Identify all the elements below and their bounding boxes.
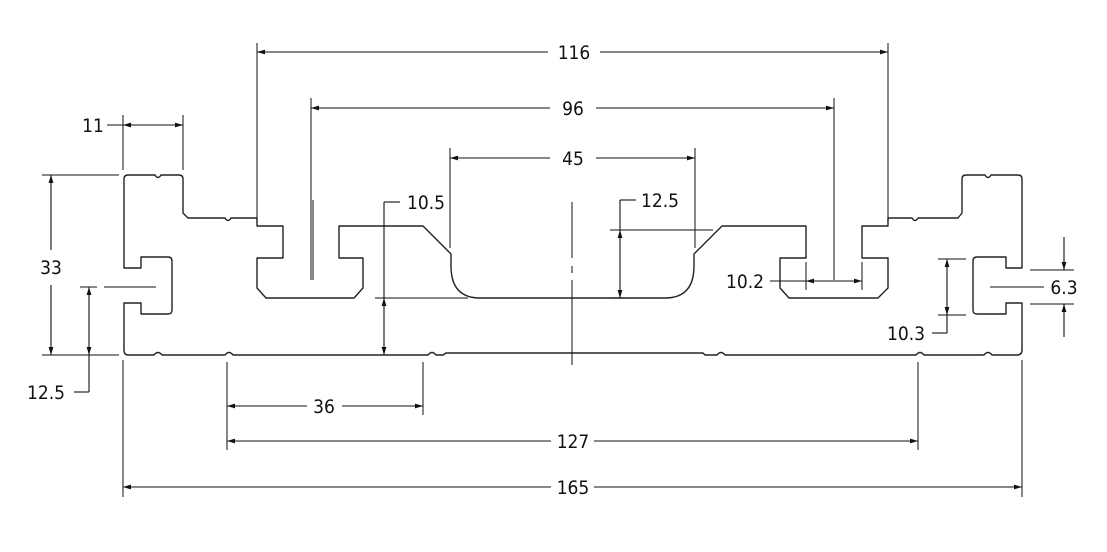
dim-6-3: 6.3 (1030, 237, 1078, 337)
dim-10-2-label: 10.2 (726, 271, 764, 293)
dim-6-3-label: 6.3 (1050, 277, 1077, 299)
dim-96: 96 (310, 98, 835, 280)
dim-33: 33 (40, 174, 119, 356)
dim-10-3: 10.3 (887, 258, 966, 345)
dim-96-label: 96 (562, 98, 584, 120)
dim-36-label: 36 (313, 396, 335, 418)
dim-165-label: 165 (557, 477, 590, 499)
dim-33-label: 33 (40, 257, 62, 279)
dim-11-label: 11 (82, 115, 104, 137)
dim-12-5-side: 12.5 (27, 286, 97, 404)
dim-12-5-side-label: 12.5 (27, 382, 65, 404)
dim-165: 165 (122, 360, 1023, 499)
dim-12-5-channel: 12.5 (610, 190, 713, 299)
dim-12-5-channel-label: 12.5 (641, 190, 679, 212)
dim-11: 11 (82, 115, 184, 170)
dim-45-label: 45 (562, 148, 584, 170)
dim-116-label: 116 (558, 42, 591, 64)
dim-10-5: 10.5 (375, 192, 468, 355)
dim-36: 36 (226, 362, 424, 450)
dim-45: 45 (449, 148, 696, 248)
dim-10-3-label: 10.3 (887, 323, 925, 345)
dim-116: 116 (256, 42, 889, 222)
dim-127: 127 (227, 362, 919, 453)
dim-10-5-label: 10.5 (407, 192, 445, 214)
dim-10-2: 10.2 (726, 262, 863, 293)
outer-contour (123, 174, 1023, 356)
dim-127-label: 127 (557, 431, 590, 453)
